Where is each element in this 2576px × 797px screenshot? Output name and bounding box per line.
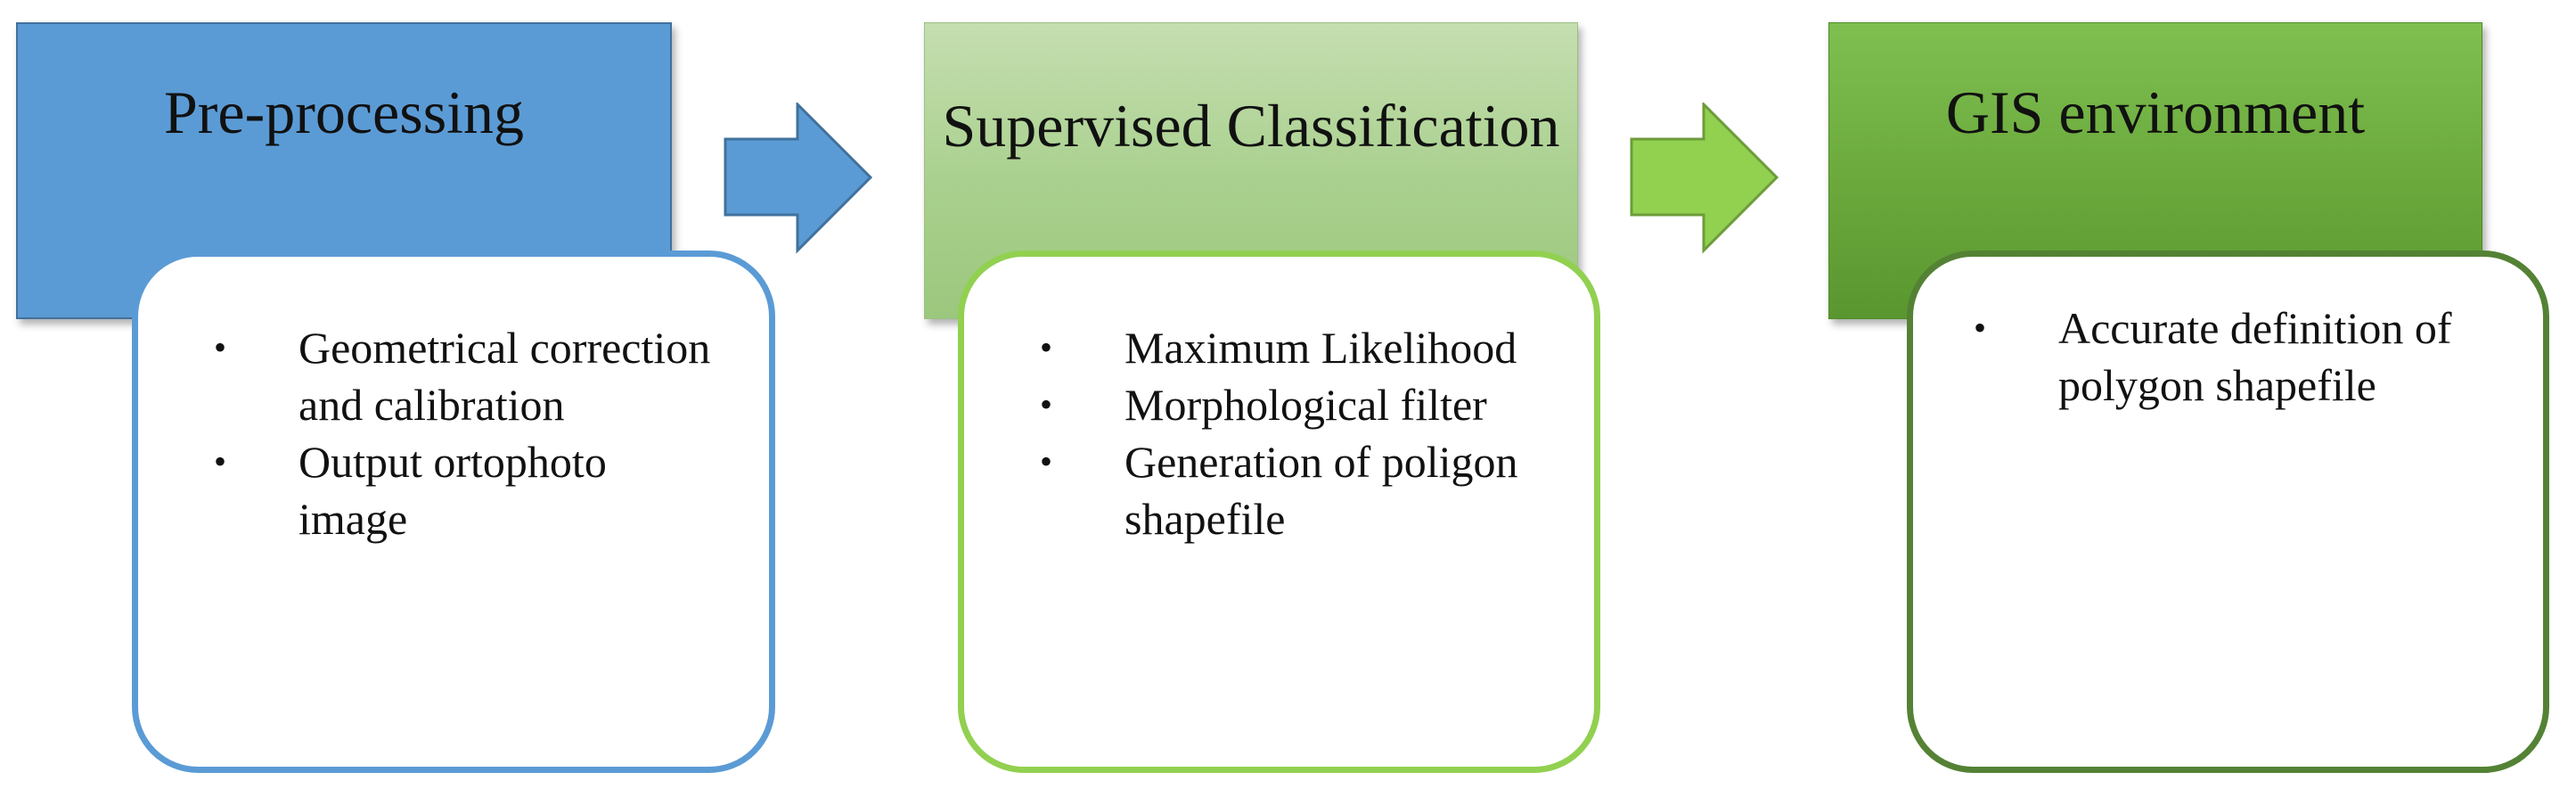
- list-item-text: Generation of poligon shapefile: [1124, 437, 1518, 544]
- list-item-text: Morphological filter: [1124, 380, 1487, 430]
- stage-3-details: • Accurate definition of polygon shapefi…: [1907, 251, 2549, 773]
- bullet-icon: •: [1040, 441, 1053, 481]
- bullet-icon: •: [1040, 327, 1053, 367]
- list-item-text: Geometrical correction and calibration: [298, 323, 711, 430]
- arrow-shape: [724, 103, 873, 254]
- list-item: • Generation of poligon shapefile: [1040, 433, 1539, 547]
- stage-2-details: • Maximum Likelihood • Morphological fil…: [958, 251, 1600, 773]
- arrow-right-icon: [724, 103, 873, 254]
- list-item-text: Maximum Likelihood: [1124, 323, 1517, 373]
- list-item-text: Output ortophoto image: [298, 437, 607, 544]
- arrow-right-icon: [1630, 103, 1779, 254]
- bullet-icon: •: [214, 441, 227, 481]
- list-item: • Geometrical correction and calibration: [214, 319, 713, 433]
- bullet-icon: •: [1974, 308, 1987, 348]
- stage-2-list: • Maximum Likelihood • Morphological fil…: [1040, 319, 1539, 547]
- list-item-text: Accurate definition of polygon shapefile: [2058, 303, 2452, 410]
- stage-1-list: • Geometrical correction and calibration…: [214, 319, 713, 547]
- list-item: • Output ortophoto image: [214, 433, 713, 547]
- list-item: • Morphological filter: [1040, 376, 1539, 433]
- stage-2-title: Supervised Classification: [942, 92, 1560, 160]
- list-item: • Accurate definition of polygon shapefi…: [1974, 300, 2508, 414]
- arrow-shape: [1630, 103, 1779, 254]
- stage-3-title: GIS environment: [1945, 78, 2366, 147]
- list-item: • Maximum Likelihood: [1040, 319, 1539, 376]
- bullet-icon: •: [214, 327, 227, 367]
- stage-3-list: • Accurate definition of polygon shapefi…: [1974, 300, 2508, 414]
- stage-1-details: • Geometrical correction and calibration…: [132, 251, 775, 773]
- bullet-icon: •: [1040, 384, 1053, 424]
- stage-1-title: Pre-processing: [163, 78, 525, 147]
